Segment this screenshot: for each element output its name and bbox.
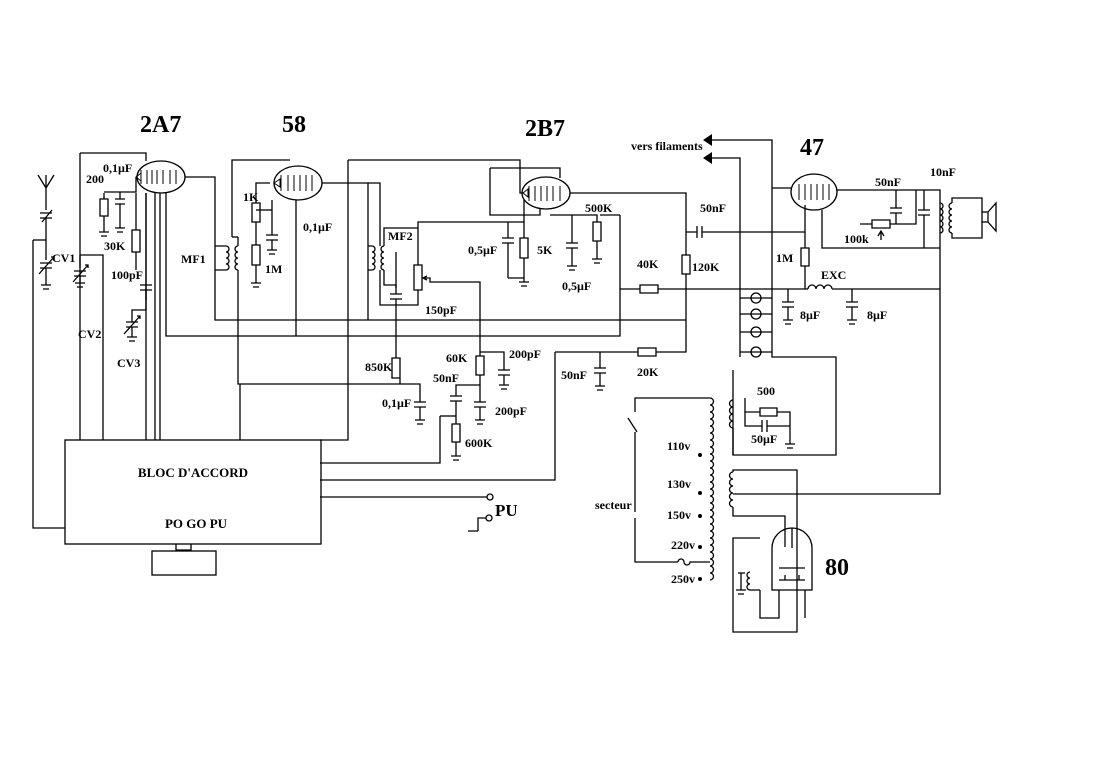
v110-label: 110v	[667, 439, 690, 453]
r-30k-label: 30K	[104, 239, 126, 253]
r-5k-label: 5K	[537, 243, 553, 257]
v250-label: 250v	[671, 572, 695, 586]
arrow-left-icon	[703, 134, 712, 146]
r-500k-label: 500K	[585, 201, 613, 215]
tube-2a7-icon	[135, 160, 186, 194]
r-60k-label: 60K	[446, 351, 468, 365]
exc-label: EXC	[821, 268, 846, 282]
c-200pf-a-label: 200pF	[509, 347, 541, 361]
tuning-block-bands: PO GO PU	[165, 516, 228, 531]
r-1m-b-label: 1M	[776, 251, 793, 265]
cv1-label: CV1	[52, 251, 75, 265]
r-600k-label: 600K	[465, 436, 493, 450]
antenna-icon	[37, 174, 55, 195]
ht-winding	[728, 471, 786, 547]
tuning-knob-shaft	[175, 544, 192, 551]
c-58-01uf-label: 0,1µF	[303, 220, 332, 234]
r-500-label: 500	[757, 384, 775, 398]
c-100pf-label: 100pF	[111, 268, 143, 282]
r-120k-label: 120K	[692, 260, 720, 274]
tube-58-icon	[273, 165, 323, 201]
c-10nf-label: 10nF	[930, 165, 956, 179]
v130-label: 130v	[667, 477, 691, 491]
r-1m-a-label: 1M	[265, 262, 282, 276]
secteur-label: secteur	[595, 498, 632, 512]
cv3-label: CV3	[117, 356, 140, 370]
c-01uf-c-label: 0,1µF	[382, 396, 411, 410]
c-50nf-b-label: 50nF	[700, 201, 726, 215]
c-05uf-a-label: 0,5µF	[468, 243, 497, 257]
c-2a7-01uf-label: 0,1µF	[103, 161, 132, 175]
pilot-lamp-icons	[740, 292, 772, 358]
c-50nf-a-label: 50nF	[433, 371, 459, 385]
pu-terminal	[486, 493, 494, 501]
r-850k-label: 850K	[365, 360, 393, 374]
c-200pf-b-label: 200pF	[495, 404, 527, 418]
tuning-knob	[151, 550, 217, 576]
c-8uf-a-label: 8µF	[800, 308, 820, 322]
arrow-left-icon	[703, 152, 712, 164]
pu-label: PU	[495, 501, 518, 520]
mf1-transformer	[225, 245, 239, 271]
tube-47-icon	[790, 173, 838, 211]
tube-80-label: 80	[825, 555, 849, 581]
tube-2a7-label: 2A7	[140, 112, 181, 138]
tube-47-label: 47	[800, 135, 824, 161]
tuning-block	[64, 439, 322, 545]
tube-58-label: 58	[282, 112, 306, 138]
mf2-label: MF2	[388, 229, 413, 243]
c-05uf-b-label: 0,5µF	[562, 279, 591, 293]
output-transformer	[939, 197, 983, 239]
tuning-block-title: BLOC D'ACCORD	[138, 465, 248, 480]
r-20k-label: 20K	[637, 365, 659, 379]
vers-filaments-label: vers filaments	[631, 139, 703, 153]
v220-label: 220v	[671, 538, 695, 552]
tube-80-icon	[771, 527, 813, 591]
r-1k-label: 1K	[243, 190, 259, 204]
pu-terminal	[485, 514, 493, 522]
tube-2b7-label: 2B7	[525, 116, 565, 142]
r-100k-label: 100k	[844, 232, 869, 246]
c-150pf-label: 150pF	[425, 303, 457, 317]
mf2-transformer	[371, 245, 385, 271]
c-50nf-d-label: 50nF	[875, 175, 901, 189]
r-40k-label: 40K	[637, 257, 659, 271]
r-2a7-200-label: 200	[86, 172, 104, 186]
cv2-label: CV2	[78, 327, 101, 341]
mf1-label: MF1	[181, 252, 206, 266]
tube-2b7-icon	[521, 176, 571, 210]
heater-winding	[728, 399, 734, 429]
c-8uf-b-label: 8µF	[867, 308, 887, 322]
speaker-icon	[981, 201, 997, 233]
mains-primary-coil	[709, 397, 715, 581]
c-50nf-c-label: 50nF	[561, 368, 587, 382]
v150-label: 150v	[667, 508, 691, 522]
c-50uf-label: 50µF	[751, 432, 777, 446]
